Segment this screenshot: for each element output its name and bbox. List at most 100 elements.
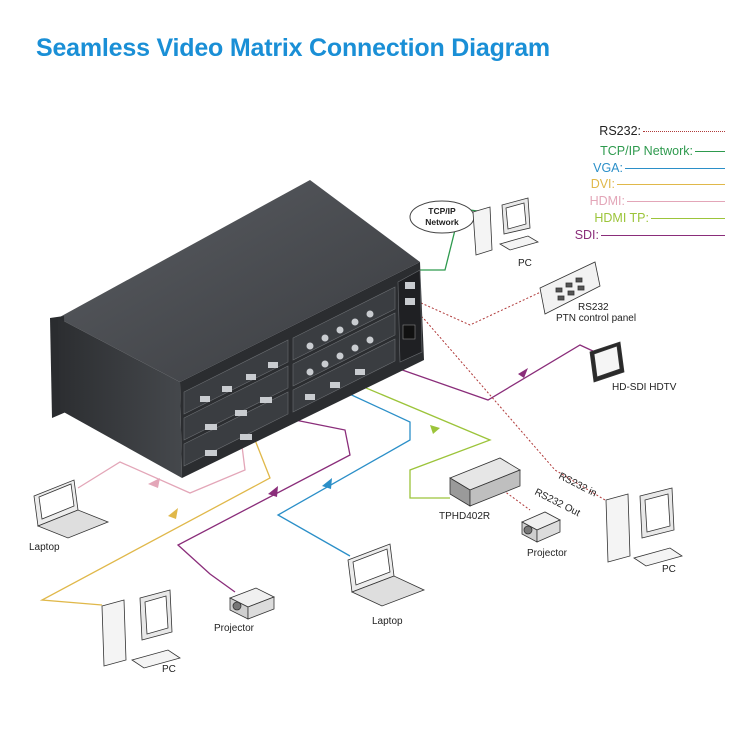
legend-line xyxy=(625,167,725,169)
receiver-side xyxy=(469,469,521,507)
bnc-connector xyxy=(321,334,329,342)
legend-line xyxy=(627,200,725,202)
pc-top-label: PC xyxy=(518,258,532,269)
legend-item-tcpip: TCP/IP Network: xyxy=(600,143,725,159)
projector-left-label: Projector xyxy=(214,623,255,634)
panel-button xyxy=(557,295,565,301)
chassis-side xyxy=(58,318,182,478)
sdi-cable-hdtv xyxy=(387,344,596,401)
arrow-hdmi xyxy=(148,478,160,488)
io-card xyxy=(292,338,396,413)
network-label-line2: Network xyxy=(425,217,459,227)
connector xyxy=(205,450,217,456)
bnc-connector xyxy=(366,310,374,318)
serial-port xyxy=(405,298,415,305)
panel-button xyxy=(577,285,585,291)
pc-screen xyxy=(144,595,169,635)
diagram-title: Seamless Video Matrix Connection Diagram xyxy=(36,34,550,62)
arrow-vga xyxy=(322,478,332,489)
receiver-tphd402r xyxy=(449,457,521,507)
rs232-cable-panel xyxy=(409,289,546,326)
legend-line xyxy=(601,234,725,236)
ptn-control-panel xyxy=(539,261,601,315)
bnc-connector xyxy=(351,318,359,326)
legend-label: VGA: xyxy=(593,161,623,175)
connector xyxy=(222,386,232,392)
chassis-top xyxy=(58,180,420,382)
panel-body xyxy=(539,261,601,315)
connectors xyxy=(200,310,374,456)
pc-tower xyxy=(605,493,631,563)
connector xyxy=(330,382,340,388)
pc-keyboard xyxy=(633,547,683,567)
pc-keyboard xyxy=(131,649,181,669)
legend-line xyxy=(695,150,725,152)
panel-button xyxy=(555,287,563,293)
laptop-left-label: Laptop xyxy=(29,542,60,553)
bnc-connector xyxy=(336,352,344,360)
bnc-connector xyxy=(306,368,314,376)
rj45-port xyxy=(405,282,415,289)
pc-tower xyxy=(472,206,493,256)
pc-screen xyxy=(644,493,671,533)
pc-tower xyxy=(101,599,127,667)
power-socket xyxy=(402,324,416,340)
connector xyxy=(305,394,315,400)
panel-button xyxy=(575,277,583,283)
legend-item-sdi: SDI: xyxy=(575,227,725,243)
bnc-connector xyxy=(366,336,374,344)
hdmi-tp-cable xyxy=(327,371,492,499)
legend-label: DVI: xyxy=(590,177,615,191)
bnc-connector xyxy=(336,326,344,334)
legend-label: RS232: xyxy=(599,124,641,138)
rs232-cables xyxy=(409,289,606,511)
legend-label: HDMI TP: xyxy=(594,211,649,225)
pc-right-label: PC xyxy=(662,564,676,575)
io-card xyxy=(292,286,396,361)
sdi-cable-projector xyxy=(176,419,351,593)
connector xyxy=(260,397,272,403)
laptop-screen xyxy=(38,483,75,520)
arrow-sdi xyxy=(268,486,278,497)
laptop-base xyxy=(350,575,426,607)
rs232-in-label: RS232 in xyxy=(557,471,599,499)
ptn-label-line2: PTN control panel xyxy=(556,313,636,324)
legend-line xyxy=(651,217,725,219)
io-card xyxy=(292,312,396,387)
laptop-center-label: Laptop xyxy=(372,616,403,627)
legend-item-rs232: RS232: xyxy=(599,123,725,139)
projector-lens xyxy=(232,601,242,611)
legend-item-hdmi: HDMI: xyxy=(590,193,725,209)
pc-top xyxy=(472,197,539,256)
vga-cable-laptop xyxy=(276,384,411,557)
connector xyxy=(240,434,252,440)
connector xyxy=(205,424,217,430)
panel-button xyxy=(565,282,573,288)
arrow-dvi xyxy=(168,508,178,519)
ptn-label-line1: RS232 xyxy=(578,302,609,313)
io-card xyxy=(183,339,289,415)
legend-item-dvi: DVI: xyxy=(591,176,725,192)
legend-item-hdmi-tp: HDMI TP: xyxy=(594,210,725,226)
pc-screen xyxy=(505,202,527,230)
io-card xyxy=(183,365,289,441)
connector xyxy=(246,374,256,380)
laptop-base xyxy=(36,509,110,539)
pc-left xyxy=(101,589,181,669)
laptop-screen xyxy=(352,548,391,586)
legend-line xyxy=(617,183,725,185)
projector-left xyxy=(229,587,275,620)
connector xyxy=(355,369,365,375)
pc-keyboard xyxy=(499,235,539,251)
legend-label: HDMI: xyxy=(589,194,625,208)
legend-item-vga: VGA: xyxy=(593,160,725,176)
laptop-left xyxy=(33,479,110,539)
projector-right xyxy=(521,511,561,543)
matrix-chassis xyxy=(50,180,424,478)
network-cloud: TCP/IP Network xyxy=(409,200,475,234)
arrow-hdmi-tp xyxy=(430,425,440,434)
bnc-connector xyxy=(351,344,359,352)
legend-label: SDI: xyxy=(574,228,599,242)
connector xyxy=(235,410,247,416)
